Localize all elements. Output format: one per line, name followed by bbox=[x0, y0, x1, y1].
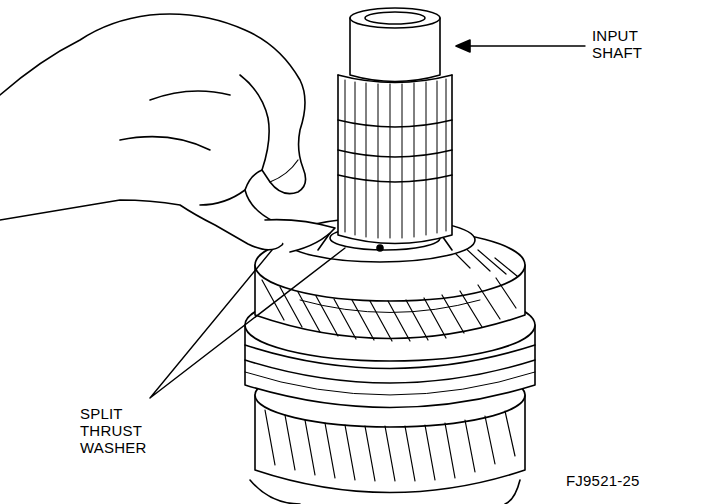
hand bbox=[0, 14, 335, 252]
part-label: INPUT SHAFT bbox=[592, 27, 654, 61]
part-label: SPLIT THRUST WASHER bbox=[80, 405, 164, 456]
figure-code: FJ9521-25 bbox=[566, 472, 696, 489]
input-shaft bbox=[338, 8, 452, 244]
leader-lines bbox=[150, 40, 585, 398]
